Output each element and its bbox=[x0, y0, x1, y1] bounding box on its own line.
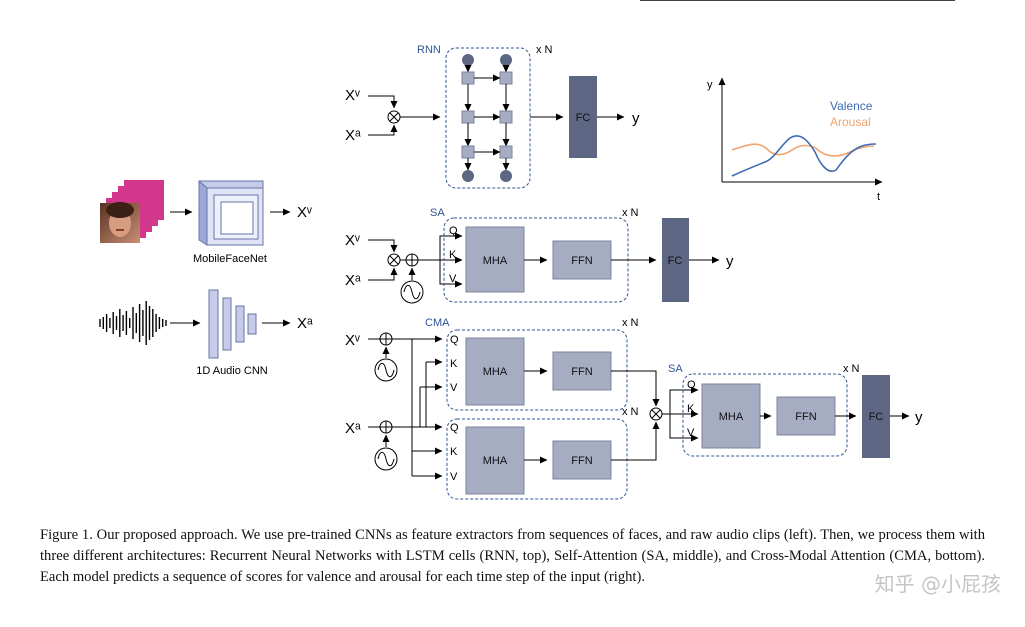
cma-sa-k-label: K bbox=[687, 403, 695, 415]
cma-top-mha-box bbox=[465, 337, 525, 406]
cma-sa-mha-box bbox=[701, 383, 761, 449]
cma-sa-mha-label: MHA bbox=[719, 411, 744, 423]
sa-fc-box bbox=[662, 218, 689, 302]
lstm-input-node bbox=[462, 54, 474, 66]
lstm-cell bbox=[461, 145, 475, 159]
cma-block-top bbox=[446, 329, 628, 411]
top-rule bbox=[640, 0, 955, 1]
sa-k-label: K bbox=[449, 249, 457, 261]
cma-multiply-node bbox=[649, 407, 663, 421]
rnn-fc-box bbox=[569, 76, 597, 158]
watermark: 知乎 @小屁孩 bbox=[874, 572, 1001, 596]
sa-add-node bbox=[405, 253, 419, 267]
xa-output-label: Xᵃ bbox=[297, 315, 313, 332]
cma-top-k-label: K bbox=[450, 358, 458, 370]
cma-xa-positional-encoding-icon bbox=[374, 447, 398, 471]
sa-xn-label: x N bbox=[622, 207, 639, 219]
sa-y-label: y bbox=[726, 253, 734, 270]
cma-bottom-q-label: Q bbox=[450, 422, 459, 434]
cma-bottom-ffn-box bbox=[552, 440, 612, 480]
rnn-fc-label: FC bbox=[576, 112, 591, 124]
sa-ffn-label: FFN bbox=[571, 255, 592, 267]
valence-curve bbox=[731, 135, 877, 177]
lstm-output-node bbox=[500, 170, 512, 182]
mobilefacenet-icon bbox=[198, 179, 264, 246]
sa-fc-label: FC bbox=[668, 255, 683, 267]
cma-sa-ffn-box bbox=[776, 396, 836, 436]
cma-sa-v-label: V bbox=[687, 427, 695, 439]
audio-cnn-icon bbox=[208, 289, 257, 359]
lstm-input-node bbox=[500, 54, 512, 66]
sa-xv-label: Xᵛ bbox=[345, 232, 360, 249]
rnn-block bbox=[445, 47, 531, 189]
cma-xv-positional-encoding-icon bbox=[374, 358, 398, 382]
cma-bottom-k-label: K bbox=[450, 446, 458, 458]
lstm-output-node bbox=[462, 170, 474, 182]
sa-mha-label: MHA bbox=[483, 255, 508, 267]
cma-sa-ffn-label: FFN bbox=[795, 411, 816, 423]
rnn-xn-label: x N bbox=[536, 44, 553, 56]
sa-multiply-node bbox=[387, 253, 401, 267]
plot-x-axis-label: t bbox=[877, 191, 880, 203]
face-sequence-image bbox=[100, 180, 164, 243]
cma-sa-label: SA bbox=[668, 363, 683, 375]
cma-bottom-mha-box bbox=[465, 426, 525, 495]
sa-mha-box bbox=[465, 226, 525, 293]
rnn-xv-label: Xᵛ bbox=[345, 87, 360, 104]
cma-fc-label: FC bbox=[869, 411, 884, 423]
cma-top-q-label: Q bbox=[450, 334, 459, 346]
lstm-cell bbox=[461, 71, 475, 85]
rnn-multiply-node bbox=[387, 110, 401, 124]
cma-fc-box bbox=[862, 375, 890, 458]
valence-arousal-plot: y t Valence Arousal bbox=[707, 77, 883, 203]
sa-v-label: V bbox=[449, 273, 457, 285]
valence-legend: Valence bbox=[830, 99, 873, 113]
cma-sa-q-label: Q bbox=[687, 379, 696, 391]
figure-caption: Figure 1. Our proposed approach. We use … bbox=[40, 527, 985, 585]
rnn-xa-label: Xᵃ bbox=[345, 127, 361, 144]
cma-top-mha-label: MHA bbox=[483, 366, 508, 378]
cma-xv-add-node bbox=[379, 332, 393, 346]
plot-y-axis-label: y bbox=[707, 79, 713, 91]
sa-q-label: Q bbox=[449, 225, 458, 237]
rnn-y-label: y bbox=[632, 110, 640, 127]
xv-output-label: Xᵛ bbox=[297, 204, 312, 221]
lstm-cells bbox=[461, 54, 513, 182]
cma-xv-label: Xᵛ bbox=[345, 332, 360, 349]
cma-top-xn-label: x N bbox=[622, 317, 639, 329]
cma-sa-xn-label: x N bbox=[843, 363, 860, 375]
cma-label: CMA bbox=[425, 317, 450, 329]
cma-bottom-ffn-label: FFN bbox=[571, 455, 592, 467]
lstm-cell bbox=[461, 110, 475, 124]
cma-bottom-v-label: V bbox=[450, 471, 458, 483]
sa-positional-encoding-icon bbox=[400, 280, 424, 304]
cma-top-v-label: V bbox=[450, 382, 458, 394]
arousal-legend: Arousal bbox=[830, 115, 871, 129]
lstm-cell bbox=[499, 110, 513, 124]
sa-label: SA bbox=[430, 207, 445, 219]
sa-xa-label: Xᵃ bbox=[345, 272, 361, 289]
cma-y-label: y bbox=[915, 409, 923, 426]
lstm-cell bbox=[499, 145, 513, 159]
cma-block-bottom bbox=[446, 418, 628, 500]
cma-bottom-mha-label: MHA bbox=[483, 455, 508, 467]
audio-waveform-icon bbox=[99, 301, 167, 345]
cma-xa-add-node bbox=[379, 420, 393, 434]
cma-top-ffn-label: FFN bbox=[571, 366, 592, 378]
cma-sa-block bbox=[682, 373, 848, 457]
architecture-diagram: Xᵛ MobileFaceNet Xᵃ 1D Audio CNN Xᵛ Xᵃ R… bbox=[99, 44, 923, 500]
rnn-label: RNN bbox=[417, 44, 441, 56]
audio-cnn-label: 1D Audio CNN bbox=[196, 365, 268, 377]
cma-xa-label: Xᵃ bbox=[345, 420, 361, 437]
cma-bottom-xn-label: x N bbox=[622, 406, 639, 418]
lstm-cell bbox=[499, 71, 513, 85]
cma-top-ffn-box bbox=[552, 351, 612, 391]
mobilefacenet-label: MobileFaceNet bbox=[193, 253, 267, 265]
